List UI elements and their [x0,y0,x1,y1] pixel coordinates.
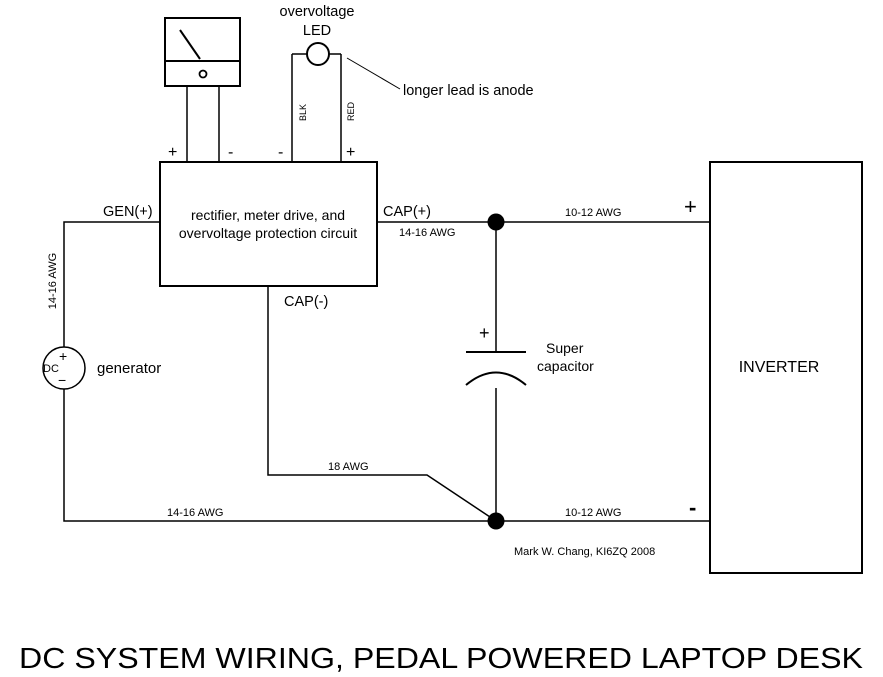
capacitor-plus-sign: + [479,323,490,343]
meter-minus-label: - [228,144,233,161]
capacitor-label-line1: Super [546,340,584,356]
inverter-minus-sign: - [689,495,696,520]
circuit-box-line1: rectifier, meter drive, and [191,207,345,223]
circuit-box [159,161,378,287]
led-symbol [291,42,342,162]
author-credit: Mark W. Chang, KI6ZQ 2008 [514,546,655,558]
junction-dot-bottom [487,512,505,530]
generator-plus-sign: + [59,348,67,364]
super-capacitor-symbol [465,351,527,386]
gen-plus-label: GEN(+) [103,204,153,220]
generator-label: generator [97,360,161,377]
wires [63,221,710,522]
led-red-label: RED [346,101,356,121]
gen-wire-gauge-label: 14-16 AWG [47,253,59,309]
cap-plus-wire-gauge-label: 14-16 AWG [399,227,455,239]
generator-symbol [42,346,86,390]
bottom-left-wire-gauge-label: 14-16 AWG [167,507,223,519]
inverter-box [709,161,863,574]
capacitor-label-line2: capacitor [537,358,594,374]
cap-minus-label: CAP(-) [284,294,328,310]
panel-meter [164,17,241,162]
cap-plus-label: CAP(+) [383,204,431,220]
bottom-right-wire-gauge-label: 10-12 AWG [565,507,621,519]
led-blk-label: BLK [298,104,308,121]
led-label-line2: LED [303,23,331,39]
meter-plus-label: + [168,144,177,161]
diagram-title: DC SYSTEM WIRING, PEDAL POWERED LAPTOP D… [19,643,864,675]
generator-dc-text: DC [43,363,59,375]
inverter-plus-sign: + [684,194,697,219]
top-right-wire-gauge-label: 10-12 AWG [565,207,621,219]
inverter-label: INVERTER [739,359,820,376]
led-callout-text: longer lead is anode [403,83,534,99]
led-plus-label: + [346,144,355,161]
led-minus-label: - [278,144,283,161]
circuit-box-line2: overvoltage protection circuit [179,225,357,241]
junction-dot-top [487,213,505,231]
led-label-line1: overvoltage [280,4,355,20]
cap-minus-wire-gauge-label: 18 AWG [328,461,369,473]
led-callout-line [346,57,401,90]
generator-minus-sign: − [58,372,66,388]
